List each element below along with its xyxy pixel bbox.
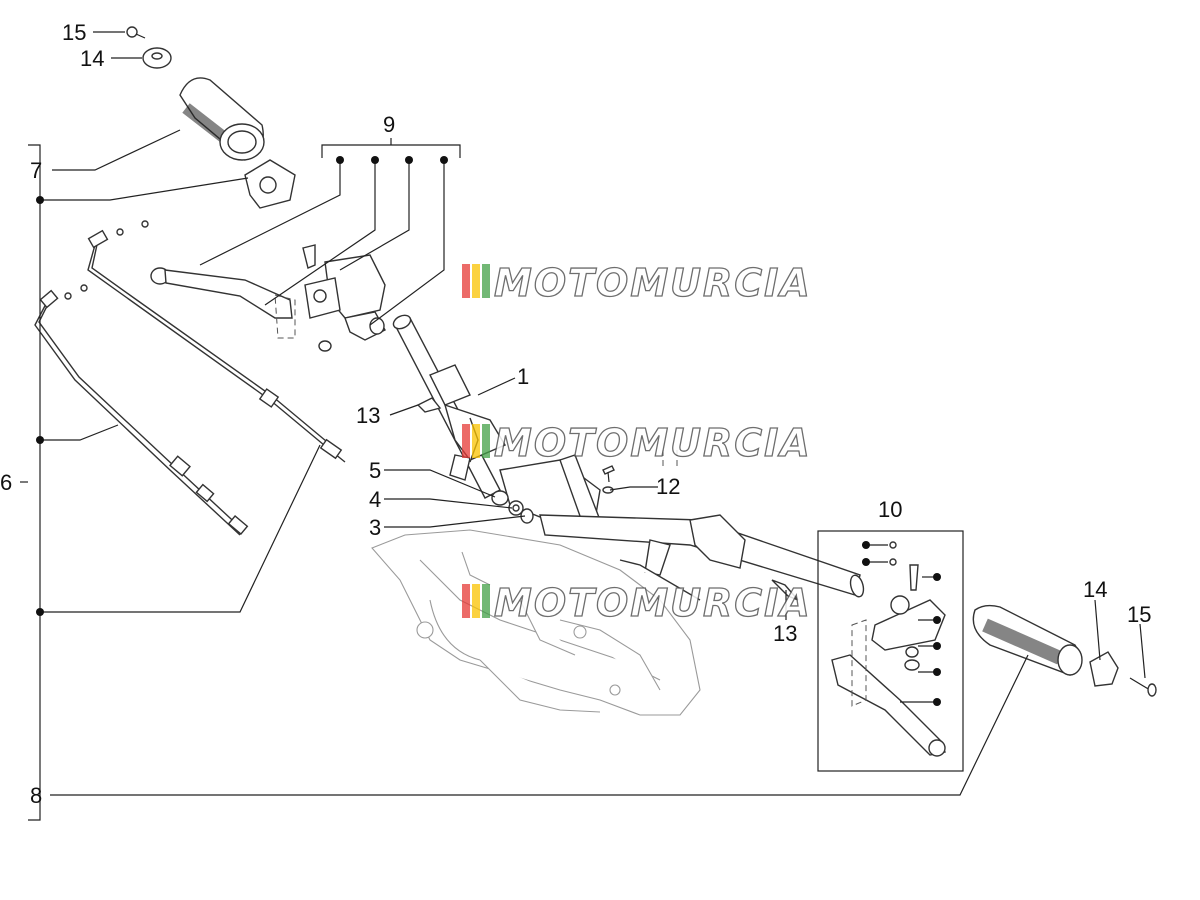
grip-7-left [179, 77, 265, 161]
watermark-2: MOTOMURCIA [462, 420, 812, 466]
callout-labels: 15 14 7 6 8 9 1 13 5 4 3 12 10 13 14 15 [0, 20, 1151, 808]
leader-lines [20, 31, 1146, 821]
washer-4-inner [512, 504, 520, 512]
spacer-set [491, 490, 534, 524]
callout-15-left: 15 [62, 20, 86, 45]
watermark-text: MOTOMURCIA [494, 261, 812, 305]
screw-15-right [1129, 677, 1157, 697]
watermark-3: MOTOMURCIA [462, 580, 812, 626]
callout-13-left: 13 [356, 403, 380, 428]
cables-assembly [34, 220, 346, 536]
throttle-housing [244, 159, 296, 209]
watermark-stripe-green [482, 264, 490, 298]
screw-12 [602, 450, 678, 494]
watermark-stripe-green [482, 424, 490, 458]
callout-14-left: 14 [80, 46, 104, 71]
watermark-1: MOTOMURCIA [462, 260, 812, 306]
end-cap-14-left [142, 47, 172, 69]
callout-8: 8 [30, 783, 42, 808]
watermark-stripe-yellow [472, 584, 480, 618]
spacer-5 [491, 490, 509, 506]
watermark-text: MOTOMURCIA [494, 421, 812, 465]
callout-15-right: 15 [1127, 602, 1151, 627]
clip-13-right [771, 579, 799, 601]
watermark-stripe-yellow [472, 424, 480, 458]
watermark-stripe-yellow [472, 264, 480, 298]
callout-10: 10 [878, 497, 902, 522]
watermark-stripe-red [462, 264, 470, 298]
callout-9: 9 [383, 112, 395, 137]
brake-pump-right [871, 541, 946, 671]
watermark-stripe-red [462, 424, 470, 458]
frame-body-outline [371, 529, 701, 716]
callout-7: 7 [30, 158, 42, 183]
assembly-10-box [817, 530, 964, 772]
end-cap-14-right [1089, 651, 1119, 687]
callout-14-right: 14 [1083, 577, 1107, 602]
lever-left [150, 267, 296, 339]
callout-1: 1 [517, 364, 529, 389]
callout-3: 3 [369, 515, 381, 540]
callout-13-right: 13 [773, 621, 797, 646]
watermark-stripe-green [482, 584, 490, 618]
callout-5: 5 [369, 458, 381, 483]
watermark-stripe-red [462, 584, 470, 618]
clip-13-left [416, 397, 442, 413]
callout-6: 6 [0, 470, 12, 495]
grip-8-right [972, 604, 1083, 676]
callout-4: 4 [369, 487, 381, 512]
master-cylinder [302, 244, 386, 352]
screw-15-left [126, 26, 146, 39]
callout-12: 12 [656, 474, 680, 499]
watermark-text: MOTOMURCIA [494, 581, 812, 625]
lever-right [831, 619, 946, 757]
reference-dots [36, 156, 941, 706]
